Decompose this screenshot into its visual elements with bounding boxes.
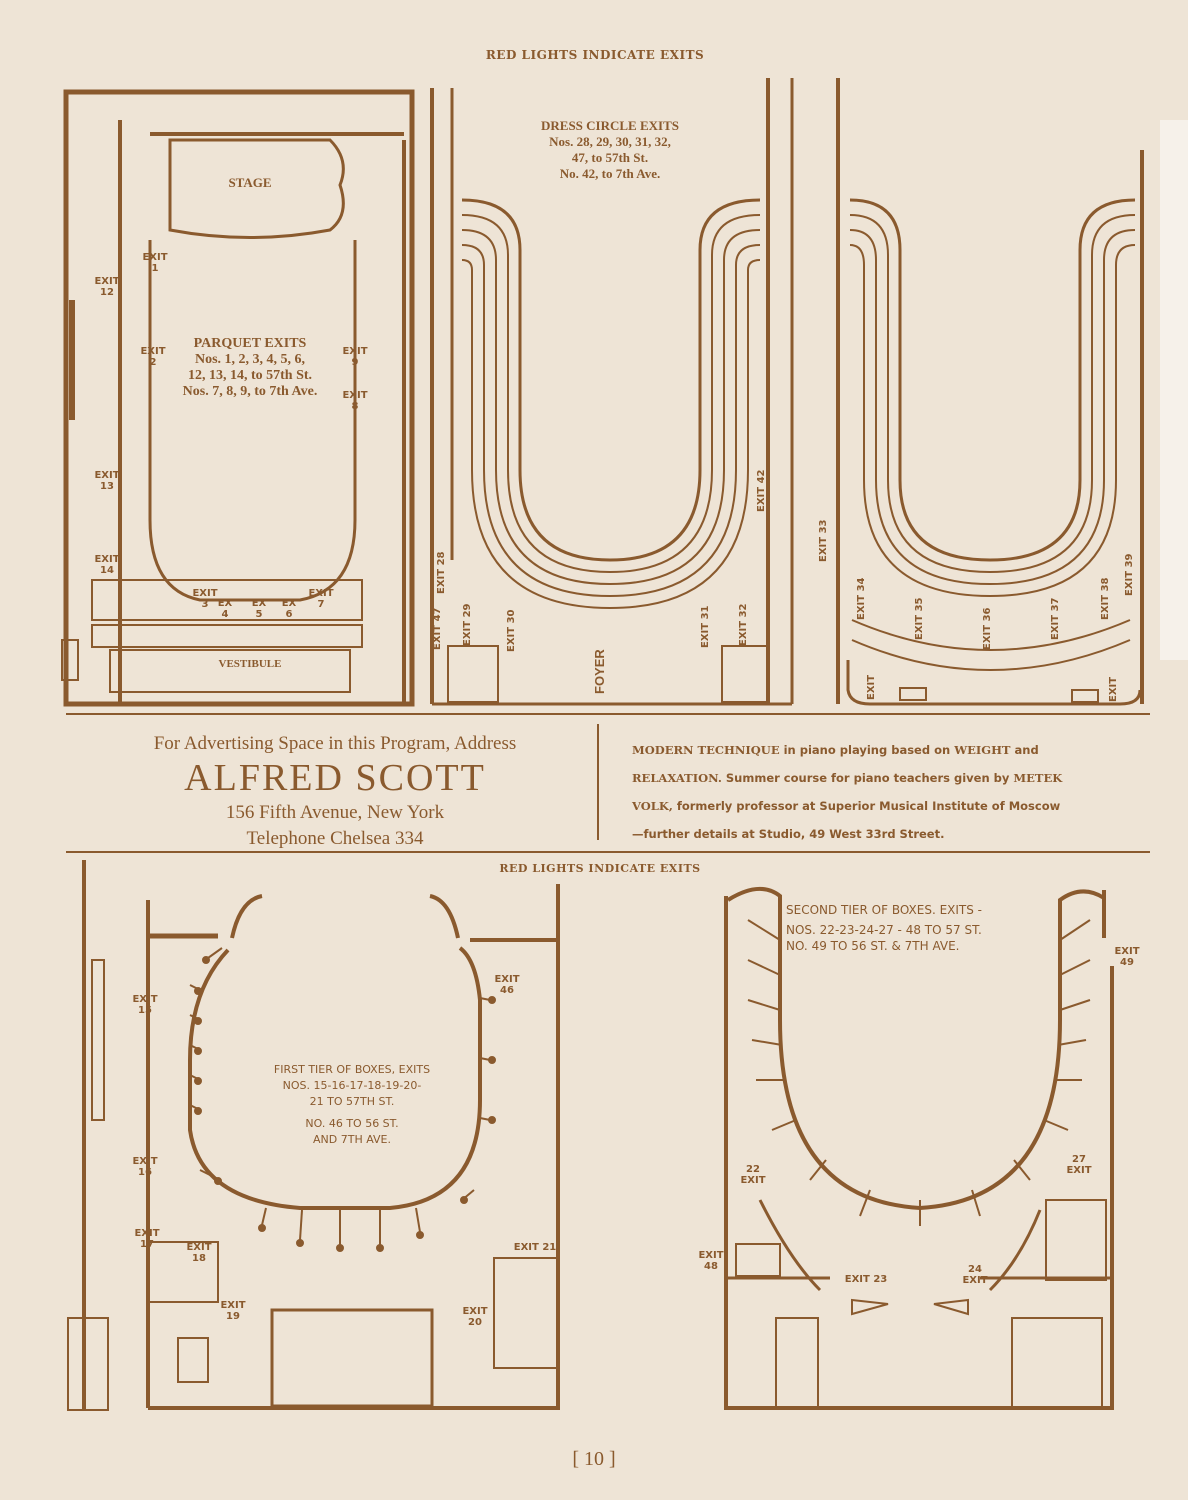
first-tier-exit-20: EXIT 20 <box>462 1306 488 1328</box>
dress-circle-line-3: No. 42, to 7th Ave. <box>559 166 661 181</box>
balcony-drawing <box>836 78 1144 706</box>
top-header: RED LIGHTS INDICATE EXITS <box>485 48 705 62</box>
first-tier-exit-17: EXIT 17 <box>134 1228 160 1250</box>
piano-course-notice: MODERN TECHNIQUE in piano playing based … <box>632 736 1144 848</box>
torn-page-edge <box>1160 120 1188 660</box>
parquet-exit-13: EXIT 13 <box>94 470 120 492</box>
ad-line-2: 156 Fifth Avenue, New York <box>225 802 445 823</box>
page-number: [ 10 ] <box>572 1448 616 1470</box>
first-tier-exit-18: EXIT 18 <box>186 1242 212 1264</box>
ad-line-3: Telephone Chelsea 334 <box>246 828 424 849</box>
advertising-block: For Advertising Space in this Program, A… <box>90 732 580 852</box>
balcony-exit-35: EXIT 35 <box>914 597 925 640</box>
balcony-exit-37: EXIT 37 <box>1050 597 1061 640</box>
second-tier-line-3: NO. 49 TO 56 ST. & 7TH AVE. <box>786 939 960 953</box>
second-tier-exit-24: 24 EXIT <box>962 1264 988 1286</box>
second-tier-text: SECOND TIER OF BOXES. EXITS - NOS. 22-23… <box>786 902 1086 954</box>
parquet-exit-5: EX 5 <box>251 598 267 620</box>
dress-circle-drawing <box>430 78 794 706</box>
parquet-line-3: Nos. 7, 8, 9, to 7th Ave. <box>182 384 318 399</box>
foyer-label: FOYER <box>592 649 607 694</box>
dress-exit-29: EXIT 29 <box>462 603 473 646</box>
notice-text-2: and <box>1010 743 1039 757</box>
dress-exit-47: EXIT 47 <box>432 607 443 650</box>
vestibule-label: VESTIBULE <box>218 658 282 670</box>
notice-text-3: Summer course for piano teachers given b… <box>721 771 1014 785</box>
dress-exit-42: EXIT 42 <box>756 469 767 512</box>
dress-circle-line-2: 47, to 57th St. <box>571 150 649 165</box>
dress-circle-title: DRESS CIRCLE EXITS <box>541 118 679 133</box>
notice-text-1: in piano playing based on <box>779 743 955 757</box>
notice-text-5: —further details at Studio, 49 West 33rd… <box>632 827 945 841</box>
second-tier-line-2: NOS. 22-23-24-27 - 48 TO 57 ST. <box>786 923 982 937</box>
first-tier-line-1: FIRST TIER OF BOXES, EXITS <box>273 1063 431 1076</box>
first-tier-exit-21: EXIT 21 <box>513 1242 557 1253</box>
first-tier-line-5: AND 7TH AVE. <box>313 1133 391 1146</box>
second-tier-exit-48: EXIT 48 <box>698 1250 724 1272</box>
second-tier-box-markers <box>747 919 1091 1226</box>
parquet-exit-3: EXIT 3 <box>192 588 218 610</box>
parquet-line-1: Nos. 1, 2, 3, 4, 5, 6, <box>194 352 306 367</box>
second-tier-exit-49: EXIT 49 <box>1114 946 1140 968</box>
balcony-exit-right: EXIT <box>1108 676 1119 702</box>
notice-bold-3: RELAXATION. <box>632 771 722 785</box>
bottom-header: RED LIGHTS INDICATE EXITS <box>499 862 701 875</box>
balcony-exit-34: EXIT 34 <box>856 577 867 620</box>
parquet-exit-8: EXIT 8 <box>342 390 368 412</box>
parquet-title: PARQUET EXITS <box>193 336 307 351</box>
second-tier-exit-22: 22 EXIT <box>740 1164 766 1186</box>
first-tier-box-markers <box>189 947 496 1252</box>
first-tier-exit-19: EXIT 19 <box>220 1300 246 1322</box>
parquet-exit-7: EXIT 7 <box>308 588 334 610</box>
balcony-exit-33: EXIT 33 <box>818 519 829 562</box>
dress-exit-31: EXIT 31 <box>700 605 711 648</box>
balcony-exit-left: EXIT <box>866 674 877 700</box>
first-tier-line-3: 21 TO 57TH ST. <box>309 1095 395 1108</box>
stage-label: STAGE <box>228 175 272 190</box>
parquet-exit-9: EXIT 9 <box>342 346 368 368</box>
dress-exit-32: EXIT 32 <box>738 603 749 646</box>
balcony-exit-36: EXIT 36 <box>982 607 993 650</box>
first-tier-line-2: NOS. 15-16-17-18-19-20- <box>282 1079 422 1092</box>
parquet-exit-12: EXIT 12 <box>94 276 120 298</box>
first-tier-text: FIRST TIER OF BOXES, EXITS NOS. 15-16-17… <box>252 1062 452 1148</box>
notice-bold-1: MODERN TECHNIQUE <box>632 743 780 757</box>
second-tier-drawing <box>724 887 1114 1410</box>
parquet-line-2: 12, 13, 14, to 57th St. <box>187 368 313 383</box>
parquet-exit-2: EXIT 2 <box>140 346 166 368</box>
first-tier-drawing <box>67 860 560 1411</box>
second-tier-line-1: SECOND TIER OF BOXES. EXITS - <box>786 903 983 917</box>
notice-bold-5: VOLK, <box>632 799 673 813</box>
first-tier-exit-16: EXIT 16 <box>132 1156 158 1178</box>
first-tier-line-4: NO. 46 TO 56 ST. <box>305 1117 399 1130</box>
parquet-exit-6: EX 6 <box>281 598 297 620</box>
dress-exit-30: EXIT 30 <box>506 609 517 652</box>
notice-bold-4: METEK <box>1013 771 1063 785</box>
notice-bold-2: WEIGHT <box>954 743 1011 757</box>
dress-circle-text: DRESS CIRCLE EXITS Nos. 28, 29, 30, 31, … <box>490 118 730 182</box>
parquet-exit-14: EXIT 14 <box>94 554 120 576</box>
dress-exit-28: EXIT 28 <box>436 551 447 594</box>
ad-line-1: For Advertising Space in this Program, A… <box>153 733 517 754</box>
parquet-plan-drawing <box>61 89 415 707</box>
dress-circle-line-1: Nos. 28, 29, 30, 31, 32, <box>549 134 671 149</box>
second-tier-exit-27: 27 EXIT <box>1066 1154 1092 1176</box>
parquet-exit-1: EXIT 1 <box>142 252 168 274</box>
parquet-exit-4: EX 4 <box>217 598 233 620</box>
second-tier-exit-23: EXIT 23 <box>844 1274 888 1285</box>
balcony-exit-38: EXIT 38 <box>1100 577 1111 620</box>
ad-name: ALFRED SCOTT <box>184 757 486 799</box>
notice-text-4: formerly professor at Superior Musical I… <box>672 799 1061 813</box>
first-tier-exit-46: EXIT 46 <box>494 974 520 996</box>
first-tier-exit-15: EXIT 15 <box>132 994 158 1016</box>
parquet-exits-text: PARQUET EXITS Nos. 1, 2, 3, 4, 5, 6, 12,… <box>130 336 370 400</box>
balcony-exit-39: EXIT 39 <box>1124 553 1135 596</box>
